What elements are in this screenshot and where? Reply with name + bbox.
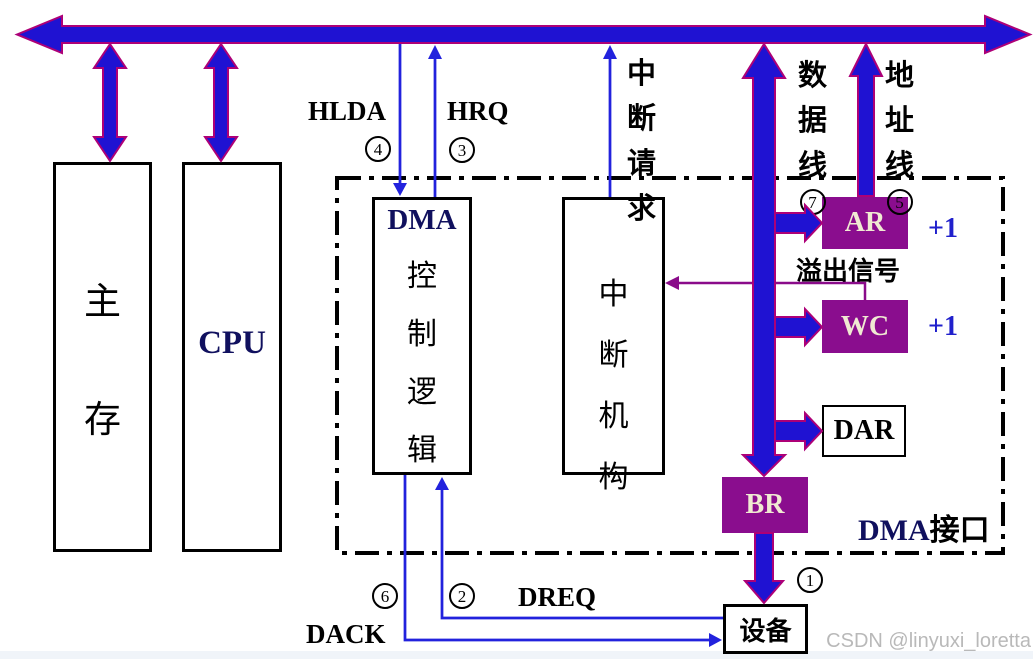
cpu-label: CPU xyxy=(198,324,266,361)
dma-control-logic-label-cjk: 控制逻辑 xyxy=(407,259,437,467)
main-memory-label: 主存 xyxy=(84,282,121,441)
interrupt-request-arrowhead xyxy=(603,45,617,59)
ar-increment-label: +1 xyxy=(928,213,958,244)
watermark: CSDN @linyuxi_loretta xyxy=(826,630,1031,652)
cpu-bus-link-arrow xyxy=(203,42,239,163)
dar-register-box: DAR xyxy=(822,405,906,457)
hlda-label: HLDA xyxy=(308,96,387,126)
dreq-label: DREQ xyxy=(518,582,597,612)
step-6-badge: 6 xyxy=(372,583,398,609)
dreq-arrowhead xyxy=(435,477,449,490)
step-1-badge: 1 xyxy=(797,567,823,593)
dma-control-logic-label-latin: DMA xyxy=(387,203,457,236)
step-3-badge: 3 xyxy=(449,137,475,163)
interrupt-unit-label: 中断机构 xyxy=(598,278,629,494)
step-2-badge: 2 xyxy=(449,583,475,609)
wc-branch-arrow xyxy=(774,306,824,348)
dma-control-logic-box: DMA 控制逻辑 xyxy=(372,197,472,475)
bottom-strip xyxy=(0,651,1033,659)
cpu-box: CPU xyxy=(182,162,282,552)
data-line-label: 数据线 7 xyxy=(798,52,827,215)
device-label: 设备 xyxy=(739,616,792,646)
address-line-arrow xyxy=(848,41,884,197)
dack-line xyxy=(403,475,711,642)
system-bus-arrow xyxy=(14,14,1033,55)
dar-label: DAR xyxy=(833,415,895,446)
interrupt-request-label: 中断请求 xyxy=(627,58,657,225)
step-7-badge: 7 xyxy=(799,189,826,215)
interrupt-unit-box: 中断机构 xyxy=(562,197,665,494)
dack-label: DACK xyxy=(306,619,386,649)
overflow-signal-label: 溢出信号 xyxy=(796,257,901,286)
br-device-arrow xyxy=(742,532,786,605)
data-line-trunk-arrow xyxy=(740,42,788,478)
memory-bus-link-arrow xyxy=(92,42,128,163)
device-box: 设备 xyxy=(723,604,808,654)
dack-arrowhead xyxy=(709,633,722,647)
dar-branch-arrow xyxy=(774,410,824,452)
step-4-badge: 4 xyxy=(365,136,391,162)
hrq-arrowhead xyxy=(428,45,442,59)
br-register-box: BR xyxy=(722,477,808,533)
address-line-label: 地址线 5 xyxy=(885,52,914,215)
wc-register-box: WC xyxy=(822,300,908,353)
overflow-signal-arrowhead xyxy=(665,276,679,290)
hrq-label: HRQ xyxy=(447,96,509,126)
main-memory-box: 主存 xyxy=(53,162,152,552)
hlda-arrowhead xyxy=(393,183,407,196)
step-5-badge: 5 xyxy=(886,189,913,215)
wc-increment-label: +1 xyxy=(928,311,958,342)
dma-interface-label: DMA接口 xyxy=(858,514,990,547)
